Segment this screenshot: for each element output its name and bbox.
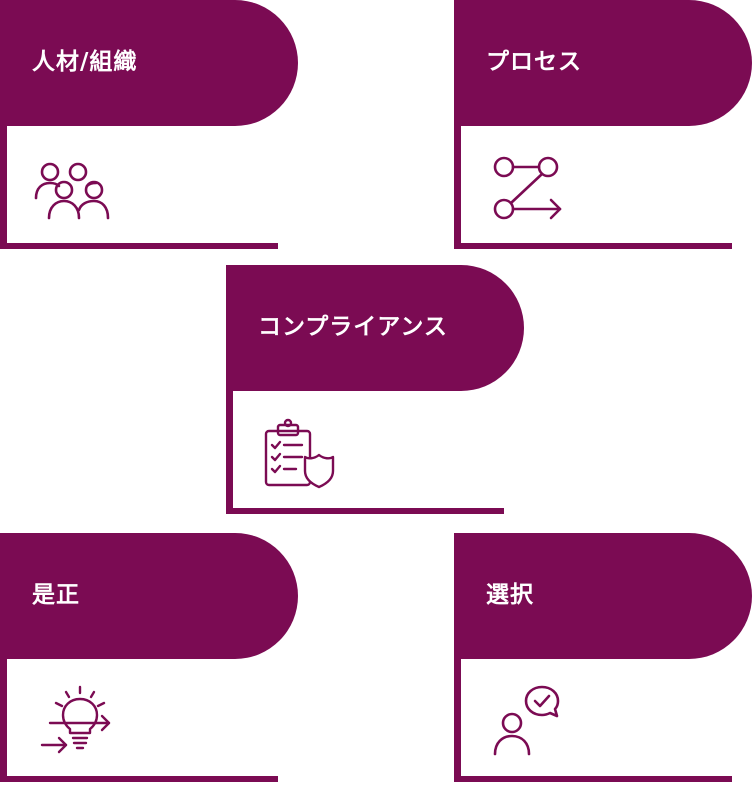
- card-bottom-border: [226, 508, 504, 514]
- card-header: [226, 265, 524, 391]
- card-remediation: 是正: [0, 533, 300, 783]
- lightbulb-arrows-icon: [30, 683, 114, 759]
- card-left-border: [0, 653, 7, 782]
- card-title: プロセス: [486, 49, 582, 75]
- card-bottom-border: [0, 776, 278, 782]
- card-title: 是正: [32, 582, 80, 608]
- card-header: [0, 533, 298, 659]
- card-left-border: [454, 653, 461, 782]
- card-title: 人材/組織: [32, 49, 138, 75]
- card-header: [454, 533, 752, 659]
- card-compliance: コンプライアンス: [226, 265, 526, 515]
- clipboard-shield-icon: [256, 415, 340, 491]
- person-check-bubble-icon: [484, 683, 568, 759]
- card-left-border: [0, 120, 7, 249]
- card-bottom-border: [0, 243, 278, 249]
- card-header: [0, 0, 298, 126]
- card-left-border: [454, 120, 461, 249]
- card-bottom-border: [454, 776, 732, 782]
- card-bottom-border: [454, 243, 732, 249]
- card-people-organization: 人材/組織: [0, 0, 300, 250]
- card-left-border: [226, 385, 233, 514]
- people-group-icon: [30, 150, 114, 226]
- card-title: コンプライアンス: [258, 314, 448, 340]
- card-title: 選択: [486, 582, 534, 608]
- process-flow-icon: [484, 150, 568, 226]
- card-selection: 選択: [454, 533, 752, 783]
- card-header: [454, 0, 752, 126]
- card-process: プロセス: [454, 0, 752, 250]
